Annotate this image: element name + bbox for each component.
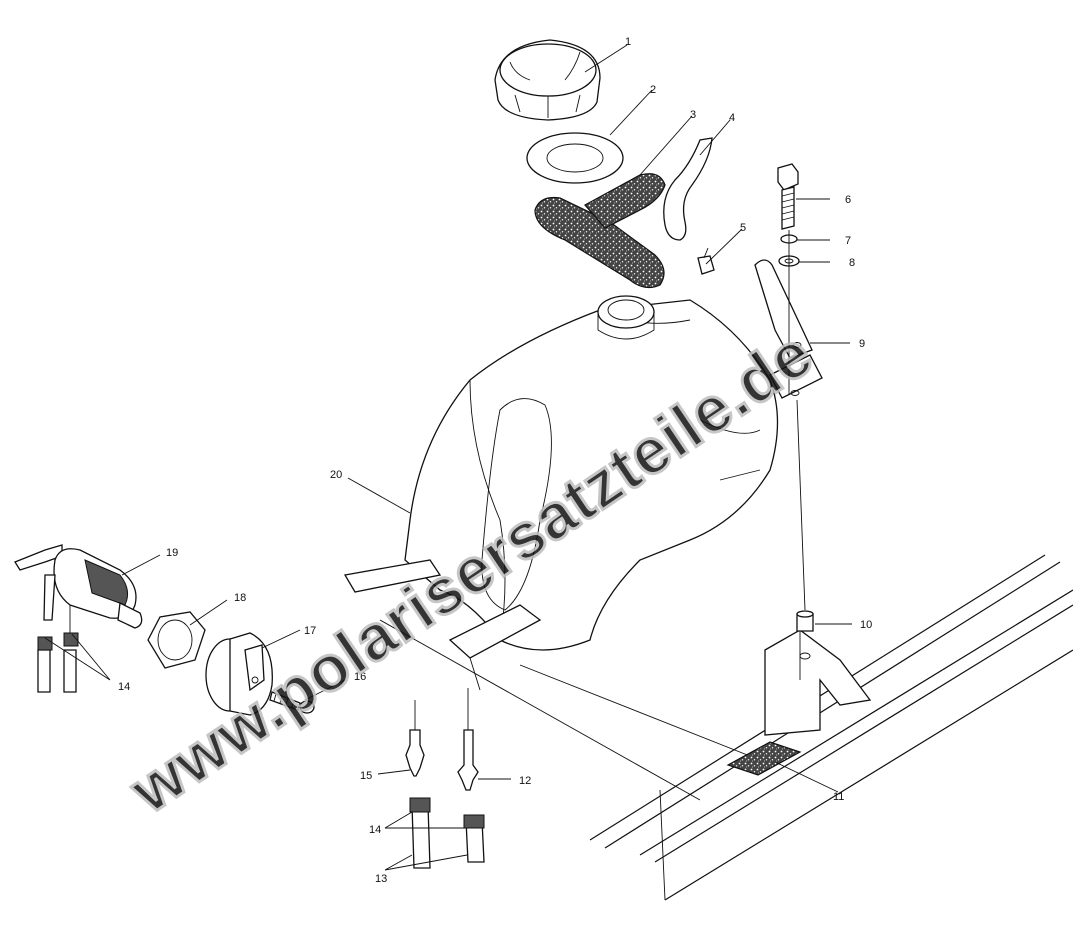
bolt: [777, 163, 799, 230]
callout-16: 16: [354, 671, 366, 683]
fuel-cap: [494, 39, 601, 121]
callout-11: 11: [833, 791, 844, 803]
callout-3: 3: [690, 109, 696, 121]
callout-15: 15: [360, 770, 372, 782]
vent-hose: [663, 137, 713, 241]
callout-7: 7: [845, 235, 851, 247]
callout-6: 6: [845, 194, 851, 206]
fuel-tank: [343, 295, 779, 691]
frame-mount-bracket: [764, 629, 872, 736]
callout-2: 2: [650, 84, 656, 96]
callout-10: 10: [860, 619, 872, 631]
foam-pad: [534, 173, 666, 289]
callout-14-bottom: 14: [369, 824, 381, 836]
callout-17: 17: [304, 625, 316, 637]
fuel-filter: [14, 544, 143, 693]
callout-1: 1: [625, 36, 631, 48]
filter-housing: [205, 632, 273, 716]
callout-9: 9: [859, 338, 865, 350]
callout-4: 4: [729, 112, 735, 124]
fuel-line-lower: [409, 797, 485, 869]
filter-nut: [147, 611, 206, 669]
callout-13: 13: [375, 873, 387, 885]
frame-rails: [379, 554, 1073, 901]
callout-12: 12: [519, 775, 531, 787]
decal-plate-11: [726, 741, 802, 776]
leader-lines: [44, 44, 852, 871]
tank-bracket: [754, 259, 823, 399]
fuel-fitting-15: [405, 700, 425, 777]
cap-gasket: [526, 132, 624, 184]
spacer: [796, 610, 814, 632]
fuel-fitting-12: [457, 688, 479, 791]
callout-19: 19: [166, 547, 178, 559]
callout-14-left: 14: [118, 681, 130, 693]
callout-20: 20: [330, 469, 342, 481]
vent-fitting: [697, 247, 715, 275]
callout-5: 5: [740, 222, 746, 234]
callout-labels: 1 2 3 4 5 6 7 8 9 10 11 12 13 14 15 16 1…: [118, 36, 872, 885]
bolt-axis-line: [788, 230, 806, 611]
callout-8: 8: [849, 257, 855, 269]
filter-screw: [269, 691, 315, 714]
callout-18: 18: [234, 592, 246, 604]
